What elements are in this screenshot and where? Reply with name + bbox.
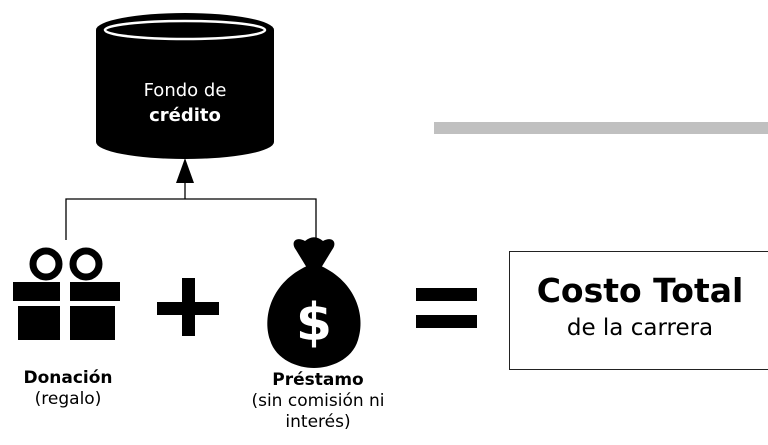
connector-lines bbox=[65, 182, 317, 240]
total-cost-box: Costo Total de la carrera bbox=[509, 251, 768, 370]
database-cylinder-icon bbox=[96, 13, 274, 159]
money-bag-icon: $ bbox=[267, 237, 361, 368]
gift-title: Donación bbox=[23, 368, 113, 388]
total-cost-title: Costo Total bbox=[536, 271, 744, 310]
loan-title: Préstamo bbox=[272, 370, 364, 390]
loan-subtitle-line1: (sin comisión ni bbox=[251, 391, 385, 411]
gift-subtitle: (regalo) bbox=[34, 389, 102, 409]
loan-subtitle-line2: interés) bbox=[285, 412, 351, 432]
dollar-sign-icon: $ bbox=[296, 293, 332, 353]
total-cost-subtitle: de la carrera bbox=[566, 315, 714, 341]
equals-icon bbox=[416, 288, 477, 328]
fund-label-line2: crédito bbox=[149, 105, 221, 126]
gift-icon bbox=[13, 247, 120, 340]
gift-label: Donación (regalo) bbox=[0, 368, 136, 410]
fund-label-line1: Fondo de bbox=[143, 80, 227, 101]
arrow-up-icon bbox=[176, 158, 194, 183]
fund-label: Fondo de crédito bbox=[112, 78, 258, 128]
gray-bar bbox=[434, 122, 768, 134]
loan-label: Préstamo (sin comisión ni interés) bbox=[226, 370, 410, 433]
plus-icon bbox=[157, 278, 219, 336]
